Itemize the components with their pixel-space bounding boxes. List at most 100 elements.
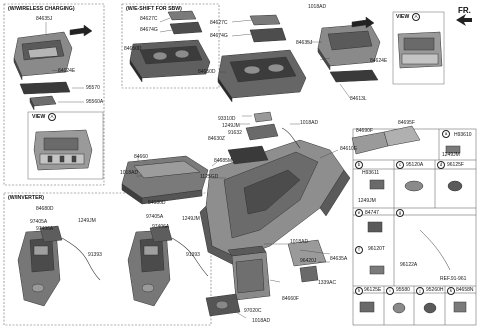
- view-a-right-title: VIEW: [396, 14, 410, 20]
- wire-91632: [281, 127, 301, 149]
- cell-g-part: REF.91-961: [440, 276, 467, 282]
- part-label: 84613L: [350, 96, 367, 102]
- part-label: 84627C: [210, 20, 228, 26]
- side-garnish-84690F: [351, 131, 389, 155]
- view-a-left-circle: A: [48, 113, 56, 121]
- part-label: 97405A: [146, 214, 164, 220]
- view-a-right-circle: A: [412, 13, 420, 21]
- usb-96420J: [299, 265, 319, 283]
- part-label: 84630Z: [208, 136, 225, 142]
- cell-j-part: 95260H: [426, 287, 444, 293]
- part-label: 84690F: [356, 128, 373, 134]
- cell-j-circle: j: [416, 287, 424, 295]
- front-direction-label: FR.: [458, 6, 471, 15]
- cell-d-part: 96125F: [447, 162, 464, 168]
- part-label: 84650D: [198, 69, 216, 75]
- cell-b-circle: b: [355, 161, 363, 169]
- grid-part-icons: [359, 145, 467, 314]
- part-label: 84610E: [340, 146, 358, 152]
- we-shift-console-upper: [129, 39, 211, 83]
- part-label: 97405A: [30, 219, 48, 225]
- part-label: 1249JM: [78, 218, 96, 224]
- part-label: 84695F: [398, 120, 415, 126]
- charger-assembly-right: [317, 23, 381, 71]
- part-label: 91632: [228, 130, 242, 136]
- switch-panel-84630Z: [245, 111, 279, 141]
- part-label: 1018AD: [300, 120, 319, 126]
- console-mat-84685M: [227, 145, 269, 165]
- cell-i-circle: i: [386, 287, 394, 295]
- armrest-lid: [121, 155, 209, 205]
- part-label: 84624E: [58, 68, 76, 74]
- bracket-97020C: [205, 293, 241, 317]
- view-a-right-assembly: [397, 31, 443, 69]
- front-arrow-icon: [456, 14, 472, 26]
- center-console-trays: [249, 14, 287, 43]
- part-label: 97406A: [152, 224, 170, 230]
- part-label: 84650D: [124, 46, 142, 52]
- part-label: 1018AD: [252, 318, 271, 324]
- cell-c-circle: c: [396, 161, 404, 169]
- arrow-a-right: [351, 16, 375, 29]
- inverter-module-right: [149, 225, 173, 243]
- inverter-panel-frame: [3, 192, 212, 326]
- view-a-right-frame: [392, 11, 445, 85]
- part-label: 1249JM: [182, 216, 200, 222]
- wireless-charging-title: (W/WIRELESS CHARGING): [8, 6, 75, 12]
- cell-h-part: 96125E: [364, 287, 382, 293]
- cell-i-part: 95580: [396, 287, 410, 293]
- part-label: 1018AD: [308, 4, 327, 10]
- view-a-left-assembly: [33, 129, 93, 171]
- part-label: 97406A: [36, 226, 54, 232]
- center-console-upper: [217, 49, 307, 103]
- cell-b-part: H93611: [362, 170, 380, 176]
- cell-g-part: 96122A: [400, 262, 418, 268]
- inverter-title: (W/INVERTER): [8, 195, 45, 201]
- we-shift-title: (W/E-SHIFT FOR SBW): [126, 6, 182, 12]
- part-label: 84685M: [214, 158, 233, 164]
- part-label: 93310D: [218, 116, 236, 122]
- part-label: 84660: [134, 154, 148, 160]
- storage-box-84660F: [227, 245, 271, 301]
- part-label: 95570: [86, 85, 100, 91]
- part-label: 84627C: [140, 16, 158, 22]
- part-label: 91393: [88, 252, 102, 258]
- cell-f-circle: f: [355, 246, 363, 254]
- inverter-module-left: [39, 225, 63, 243]
- inverter-panel-left: [17, 229, 61, 307]
- cell-g-circle: g: [396, 209, 404, 217]
- cell-k-part: 84658N: [456, 287, 474, 293]
- we-shift-panel-frame: [121, 3, 220, 89]
- part-label: 84635J: [296, 40, 313, 46]
- part-label: 1018AD: [120, 170, 139, 176]
- part-label: 1018AD: [290, 239, 309, 245]
- part-label: 84680D: [36, 206, 54, 212]
- cell-f-part: 96120T: [368, 246, 385, 252]
- view-a-left-frame: [27, 111, 104, 180]
- part-label: 84680D: [148, 200, 166, 206]
- part-label: 84660F: [282, 296, 299, 302]
- part-label: 95560A: [86, 99, 104, 105]
- cell-e-part: 84747: [365, 210, 379, 216]
- wireless-module-95560A: [29, 95, 57, 111]
- part-label: 91393: [186, 252, 200, 258]
- part-label: 1249JM: [222, 123, 240, 129]
- cell-e-circle: e: [355, 209, 363, 217]
- part-label: 84674G: [140, 27, 158, 33]
- part-label: 96420J: [300, 258, 317, 264]
- part-label: 1339AC: [318, 280, 337, 286]
- main-console-body: [199, 139, 351, 267]
- part-label: 84635J: [36, 16, 53, 22]
- cell-b-part: 1249JM: [358, 198, 376, 204]
- wire-91393-right: [171, 237, 209, 277]
- wire-91393-left: [61, 237, 101, 281]
- cell-k-circle: k: [447, 287, 455, 295]
- we-shift-tray-top: [167, 10, 203, 35]
- wireless-charger-assembly: [13, 31, 73, 81]
- parts-grid: [352, 128, 477, 326]
- cell-a-circle: a: [442, 130, 450, 138]
- cell-d-circle: d: [437, 161, 445, 169]
- cell-c-part: 95120A: [406, 162, 424, 168]
- part-label: 84674G: [210, 33, 228, 39]
